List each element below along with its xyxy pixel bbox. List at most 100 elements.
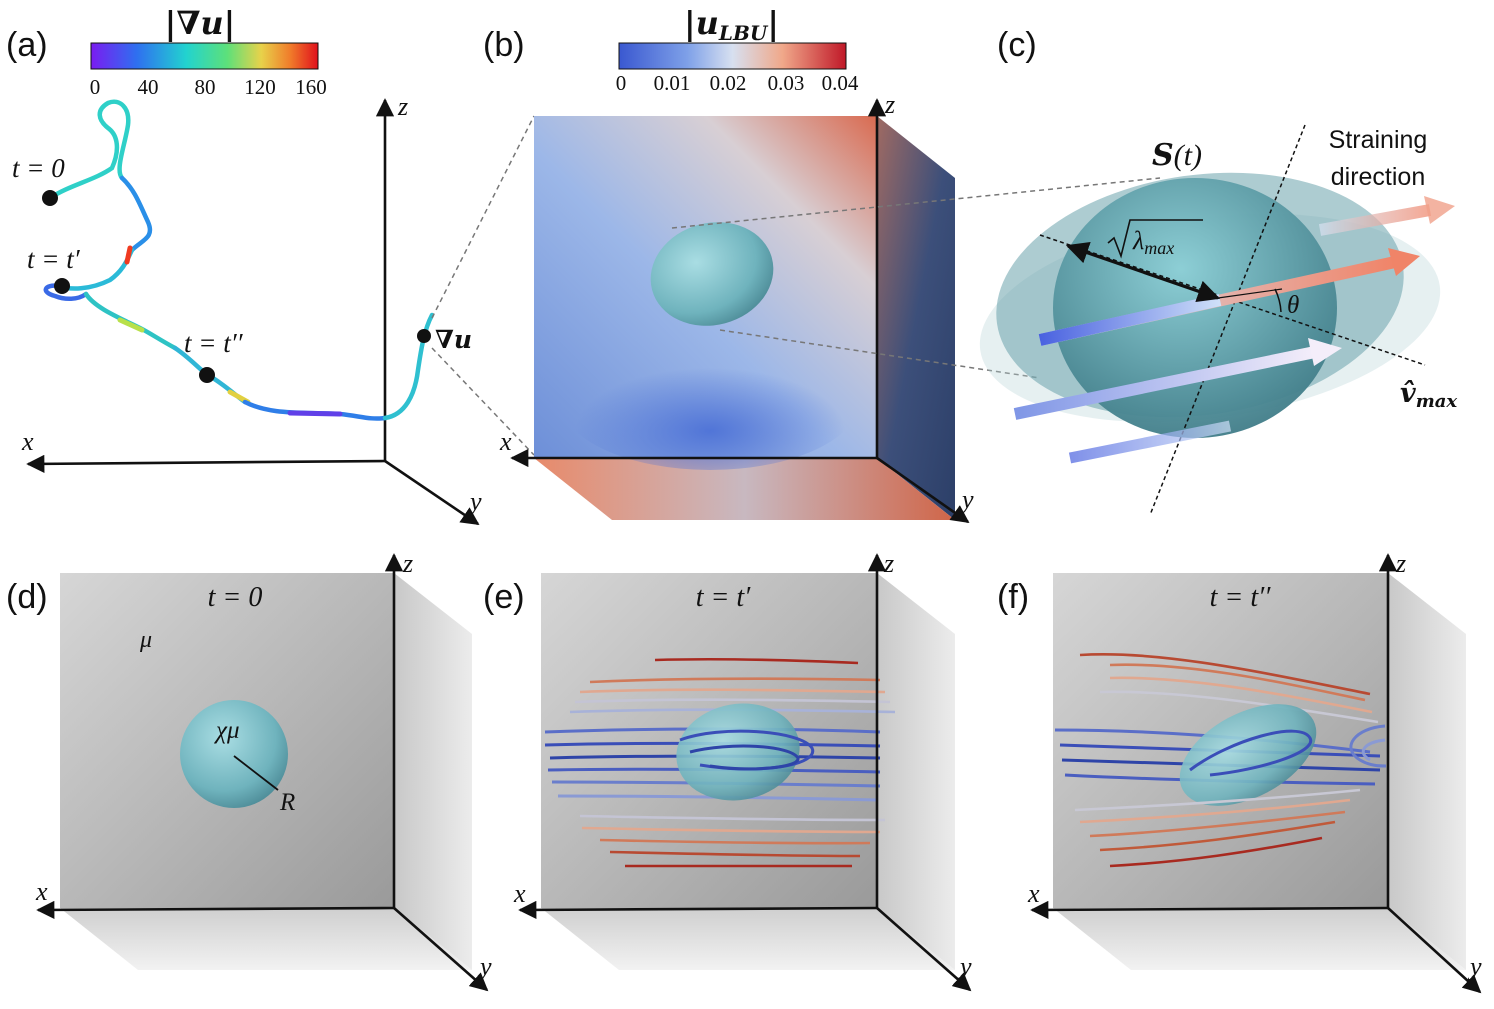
panel-e: (e): [483, 549, 972, 992]
time-label-e: t = t′: [696, 582, 751, 613]
cube-side-f: [1388, 573, 1466, 970]
axis-label-x: x: [21, 427, 34, 456]
streamlines-blue-front: [679, 729, 815, 771]
flow-arrowhead: [1308, 338, 1342, 366]
flow-arrow: [1068, 420, 1232, 464]
label-theta: θ: [1287, 292, 1299, 319]
panel-label-b: (b): [483, 26, 525, 64]
flow-arrowhead: [1424, 196, 1455, 224]
colorbar-b-ticks: 0 0.01 0.02 0.03 0.04: [616, 71, 859, 95]
axis-label-z: z: [402, 549, 413, 578]
axis-x-f: [1030, 900, 1389, 920]
label-chi-mu: χμ: [214, 717, 240, 744]
streamlines-blue-front-f: [1189, 724, 1387, 777]
panel-label-a: (a): [6, 26, 48, 64]
panel-c: (c) S(t) λmax θ v̂max Straining directio…: [979, 26, 1457, 516]
axis-label-z: z: [883, 549, 894, 578]
zoom-line: [431, 347, 535, 456]
cb-b-tick: 0.02: [710, 71, 747, 95]
cb-b-tick: 0.01: [654, 71, 691, 95]
point-t0: [42, 190, 58, 206]
colorbar-b: [618, 42, 847, 70]
label-v-max: v̂max: [1400, 378, 1457, 412]
axis-x-e: [518, 900, 878, 920]
axis-label-z: z: [1395, 549, 1406, 578]
colorbar-a: [90, 42, 319, 70]
streamlines-red-top-f: [1079, 652, 1379, 724]
panel-a: (a) |∇u| 0 40 80 120 160 z x y: [6, 4, 535, 526]
panel-f: (f) z: [997, 549, 1482, 994]
panel-label-c: (c): [997, 26, 1037, 64]
cube-bottom-f: [1053, 908, 1466, 970]
cube-bottom-e: [541, 908, 955, 970]
point-t1: [54, 278, 70, 294]
axis-label-y: y: [1467, 952, 1482, 981]
label-t0: t = 0: [12, 153, 65, 183]
theta-arc: [1274, 288, 1282, 313]
axis-y-f: [1387, 907, 1482, 994]
panel-label-d: (d): [6, 578, 48, 616]
label-t1: t = t′: [27, 244, 81, 274]
cb-b-tick: 0.03: [768, 71, 805, 95]
panel-b: (b) |uLBU| 0 0.01 0.02 0.03 0.04 z x y: [483, 4, 1161, 524]
streamlines-red-bottom: [579, 814, 886, 868]
label-lambda-max: λmax: [1132, 226, 1174, 258]
panel-label-e: (e): [483, 578, 525, 616]
point-grad: [417, 329, 431, 343]
radius-line: [233, 755, 279, 791]
cube-side-d: [394, 573, 472, 970]
axis-y-e: [876, 907, 972, 992]
cb-a-tick: 80: [195, 75, 216, 99]
point-t2: [199, 367, 215, 383]
colorbar-a-title: |∇u|: [165, 4, 236, 42]
colorbar-b-title: |uLBU|: [684, 4, 779, 45]
axis-label-y: y: [467, 487, 482, 516]
droplet-b: [650, 222, 774, 326]
theta-ray: [1217, 288, 1283, 299]
cube-bottom-d: [60, 908, 472, 970]
droplet-d: [180, 700, 288, 808]
panel-d: (d) z x y t = 0 μ χμ R: [6, 549, 492, 992]
axis-label-x: x: [1027, 879, 1040, 908]
label-S: S(t): [1152, 138, 1202, 173]
cb-a-tick: 0: [90, 75, 101, 99]
streamlines-red-bottom-f: [1074, 788, 1361, 868]
axis-y-b: [876, 456, 970, 524]
label-direction: direction: [1331, 163, 1426, 191]
cb-a-tick: 40: [138, 75, 159, 99]
sqrt-sign: [1107, 219, 1203, 259]
axis-label-x: x: [35, 877, 48, 906]
cb-a-tick: 160: [295, 75, 327, 99]
axis-label-z: z: [884, 90, 895, 119]
label-t2: t = t′′: [184, 328, 244, 358]
lambda-arrow: [1065, 242, 1221, 302]
cube-bottom-b: [534, 458, 955, 520]
label-R: R: [279, 789, 295, 816]
flow-arrowhead: [1388, 248, 1420, 276]
axis-y-d: [393, 907, 489, 992]
axis-x-a: [26, 454, 386, 473]
label-mu: μ: [139, 627, 152, 653]
cube-side-e: [877, 573, 955, 970]
trajectory: [43, 99, 435, 421]
label-straining: Straining: [1329, 126, 1428, 154]
zoom-line: [431, 115, 535, 319]
droplet-e: [676, 703, 800, 801]
droplet-f: [1179, 704, 1317, 806]
cb-a-tick: 120: [244, 75, 276, 99]
time-label-d: t = 0: [208, 582, 263, 613]
cube-blue-region: [560, 330, 860, 470]
panel-label-f: (f): [997, 578, 1029, 616]
flow-arrow: [1038, 294, 1222, 346]
axis-label-x: x: [513, 879, 526, 908]
axis-x-d: [36, 900, 395, 920]
axis-label-y: y: [959, 485, 974, 514]
cb-b-tick: 0: [616, 71, 627, 95]
flow-arrow: [1013, 346, 1317, 420]
axis-label-y: y: [477, 952, 492, 981]
colorbar-a-ticks: 0 40 80 120 160: [90, 75, 327, 99]
flow-arrow: [1318, 204, 1432, 236]
cube-side-b: [877, 116, 955, 520]
axis-label-y: y: [957, 952, 972, 981]
